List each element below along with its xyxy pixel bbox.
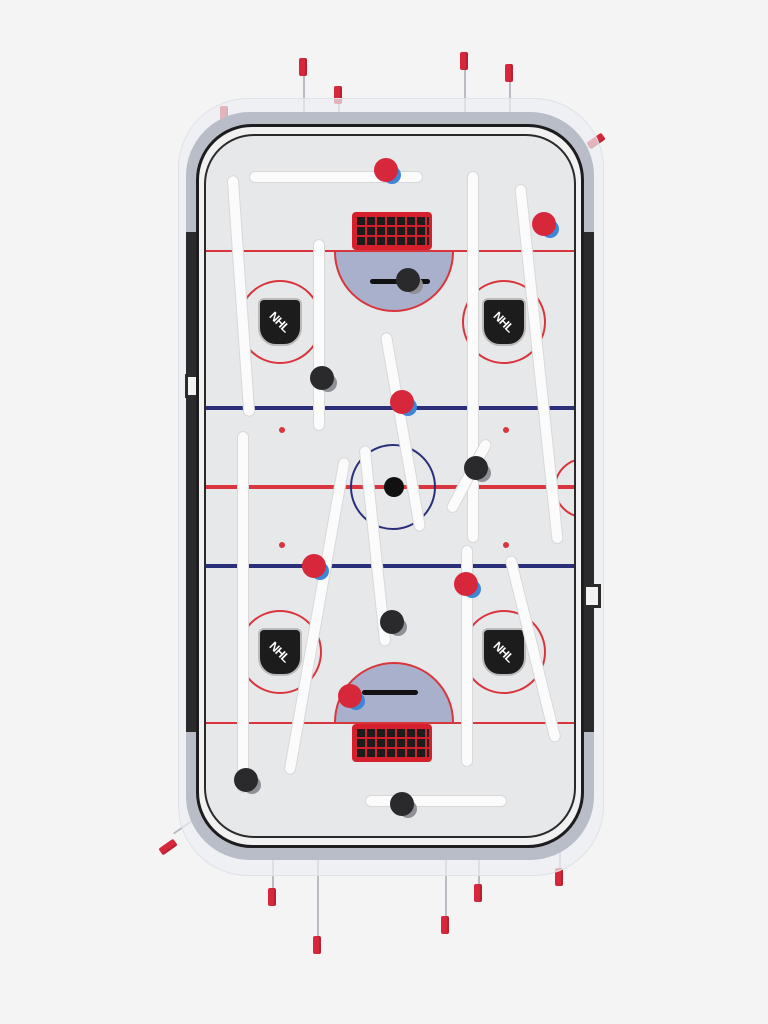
goal-line-top <box>206 250 574 252</box>
rod-handle[interactable] <box>334 86 342 104</box>
player-black[interactable] <box>234 768 258 792</box>
player-red[interactable] <box>302 554 326 578</box>
nhl-logo-bottom-left: NHL <box>256 628 304 676</box>
rod-handle[interactable] <box>313 936 321 954</box>
player-slot <box>515 184 563 544</box>
player-red[interactable] <box>454 572 478 596</box>
player-black[interactable] <box>380 610 404 634</box>
player-black[interactable] <box>390 792 414 816</box>
rod-handle[interactable] <box>268 888 276 906</box>
goal-line-bottom <box>206 722 574 724</box>
side-rail-left <box>186 232 196 732</box>
faceoff-dot <box>279 427 285 433</box>
nhl-logo-top-right: NHL <box>480 298 528 346</box>
side-rail-right <box>584 232 594 732</box>
rod-handle[interactable] <box>555 868 563 886</box>
player-slot <box>250 172 422 182</box>
puck[interactable] <box>384 477 404 497</box>
player-red[interactable] <box>390 390 414 414</box>
player-slot <box>468 172 478 542</box>
player-slot <box>314 240 324 430</box>
faceoff-dot <box>279 542 285 548</box>
rod-handle[interactable] <box>441 916 449 934</box>
rod-handle[interactable] <box>505 64 513 82</box>
player-red[interactable] <box>374 158 398 182</box>
goal-net-top <box>352 212 432 250</box>
rod-handle[interactable] <box>158 838 178 856</box>
player-black[interactable] <box>396 268 420 292</box>
player-red[interactable] <box>338 684 362 708</box>
center-ice-circle <box>350 444 436 530</box>
faceoff-circle-top-right <box>462 280 546 364</box>
faceoff-dot <box>503 542 509 548</box>
player-slot <box>462 546 472 766</box>
player-red[interactable] <box>532 212 556 236</box>
latch-right <box>583 584 601 608</box>
player-black[interactable] <box>310 366 334 390</box>
ice-surface: NHL NHL NHL NHL <box>204 134 576 838</box>
goalie-track-bottom <box>362 690 418 695</box>
player-black[interactable] <box>464 456 488 480</box>
rod-handle[interactable] <box>299 58 307 76</box>
faceoff-dot <box>503 427 509 433</box>
nhl-logo-bottom-right: NHL <box>480 628 528 676</box>
rod-handle[interactable] <box>460 52 468 70</box>
player-slot <box>238 432 248 792</box>
goal-net-bottom <box>352 724 432 762</box>
player-slot <box>366 796 506 806</box>
nhl-logo-top-left: NHL <box>256 298 304 346</box>
blue-line-top <box>206 406 574 410</box>
rod-handle[interactable] <box>474 884 482 902</box>
blue-line-bottom <box>206 564 574 568</box>
